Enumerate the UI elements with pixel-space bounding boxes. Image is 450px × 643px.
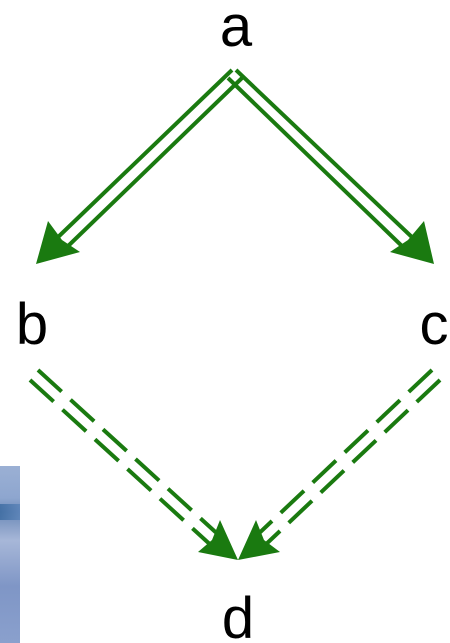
edge-b-to-d [28,368,238,560]
node-b-label: b [15,292,49,357]
edge-a-to-c [226,68,434,264]
node-d-label: d [221,586,255,643]
edge-a-to-b [36,68,244,264]
node-c-label: c [419,292,449,357]
edge-c-to-d [238,368,442,560]
arrowhead-c [390,221,434,264]
arrowhead-d-right [238,520,280,560]
arrowhead-b [36,221,80,264]
arrowhead-d-left [198,520,238,560]
background-photo-fragment [0,466,20,643]
node-a-label: a [219,0,253,59]
